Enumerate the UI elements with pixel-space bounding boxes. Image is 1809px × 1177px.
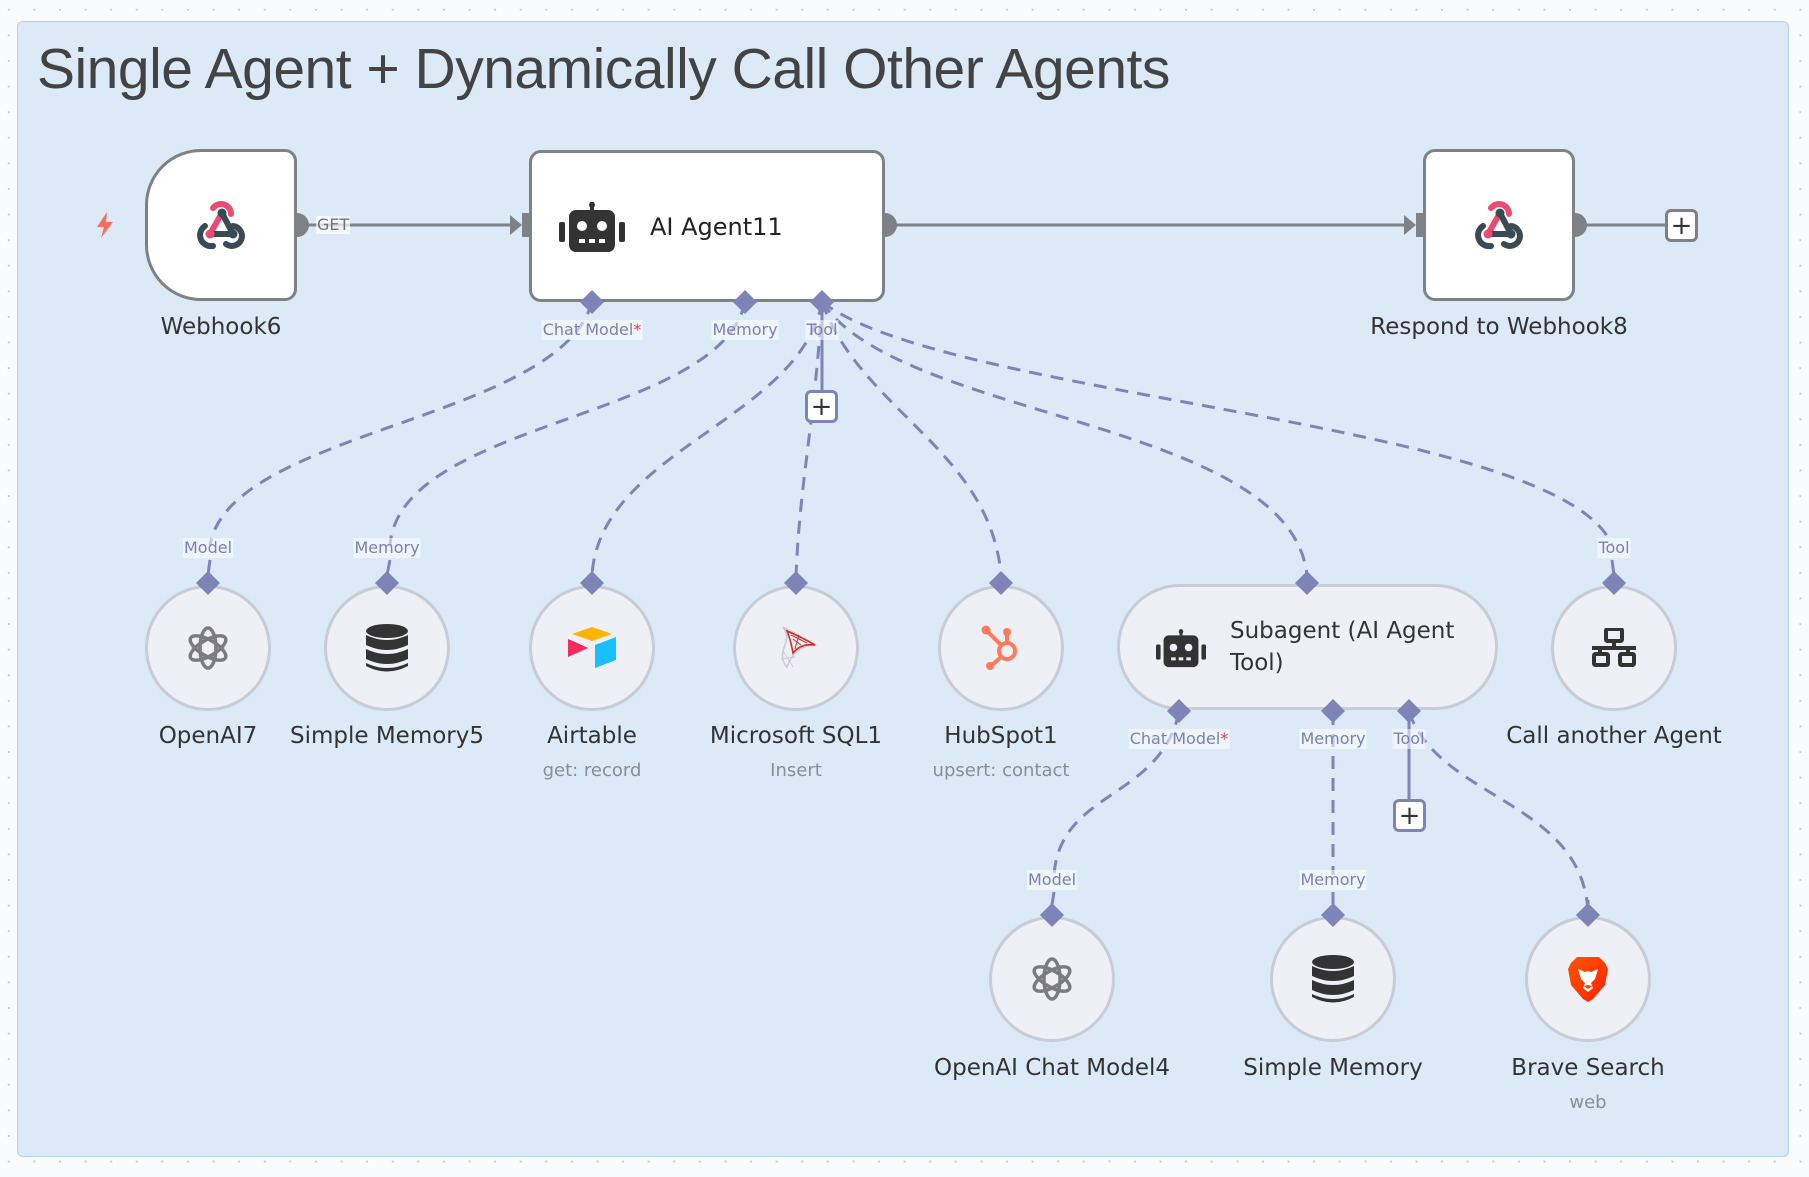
- node-openai-chat-model4[interactable]: [989, 916, 1115, 1042]
- node-simple-memory5-label: Simple Memory5: [289, 723, 485, 749]
- node-ai-agent11-label: AI Agent11: [650, 213, 783, 241]
- database-icon: [366, 624, 408, 672]
- lightning-bolt-icon: [97, 212, 113, 238]
- node-simple-memory5[interactable]: [324, 585, 450, 711]
- node-microsoft-sql1[interactable]: [733, 585, 859, 711]
- node-call-another-agent[interactable]: [1551, 585, 1677, 711]
- webhook-icon: [197, 201, 245, 250]
- webhook-output-label: GET: [316, 215, 351, 234]
- respond-input-arrow: [1404, 215, 1416, 235]
- node-webhook6-label: Webhook6: [160, 314, 282, 340]
- database-icon: [1312, 955, 1354, 1003]
- edge-subagent-tool: [820, 301, 1309, 576]
- subagent-memory-label: Memory: [1299, 729, 1367, 749]
- node-openai7[interactable]: [145, 585, 271, 711]
- agent-input-handle: [522, 213, 531, 237]
- node-airtable[interactable]: [529, 585, 655, 711]
- node-microsoft-sql1-label: Microsoft SQL1: [709, 723, 883, 749]
- edge-memory5-memory: [388, 301, 747, 546]
- edge-openai7-chatmodel: [208, 301, 594, 546]
- node-subagent[interactable]: Subagent (AI Agent Tool): [1117, 584, 1498, 710]
- brave-lion-icon: [1568, 957, 1608, 1002]
- agent-input-arrow: [510, 215, 522, 235]
- simple-memory5-port-label: Memory: [353, 538, 421, 558]
- agent-chat-model-label: Chat Model*: [541, 320, 643, 340]
- airtable-icon: [568, 627, 616, 668]
- node-webhook6[interactable]: [145, 149, 297, 301]
- call-another-agent-port-label: Tool: [1597, 538, 1631, 558]
- subagent-chat-model-label: Chat Model*: [1128, 729, 1230, 749]
- agent-add-tool-button[interactable]: +: [805, 390, 838, 423]
- network-icon: [1592, 628, 1636, 667]
- node-openai7-label: OpenAI7: [158, 723, 258, 749]
- node-microsoft-sql1-subtitle: Insert: [770, 760, 822, 781]
- mssql-icon: [780, 626, 818, 669]
- node-brave-search-label: Brave Search: [1511, 1055, 1665, 1081]
- node-airtable-label: Airtable: [547, 723, 637, 749]
- agent-memory-label: Memory: [711, 320, 779, 340]
- robot-icon: [559, 202, 625, 252]
- openai-icon: [188, 626, 228, 670]
- node-airtable-subtitle: get: record: [542, 760, 642, 781]
- respond-input-handle: [1416, 213, 1425, 237]
- node-hubspot1-subtitle: upsert: contact: [932, 760, 1070, 781]
- respond-add-node-button[interactable]: +: [1665, 209, 1698, 242]
- node-brave-search[interactable]: [1525, 916, 1651, 1042]
- node-subagent-label: Subagent (AI Agent Tool): [1230, 615, 1480, 679]
- edge-callagent-tool: [821, 300, 1614, 546]
- node-respond-label: Respond to Webhook8: [1370, 314, 1628, 340]
- agent-tool-label: Tool: [805, 320, 839, 340]
- edge-mssql-tool: [794, 301, 824, 576]
- node-hubspot1[interactable]: [938, 585, 1064, 711]
- edge-brave-tool: [1407, 711, 1590, 911]
- webhook-icon: [1475, 201, 1523, 250]
- node-simple-memory-label: Simple Memory: [1243, 1055, 1423, 1081]
- node-simple-memory[interactable]: [1270, 916, 1396, 1042]
- edge-airtable-tool: [590, 301, 824, 576]
- robot-icon: [1156, 629, 1206, 668]
- node-brave-search-subtitle: web: [1569, 1092, 1607, 1113]
- subagent-label-line2: Tool): [1230, 650, 1284, 676]
- openai7-port-label: Model: [182, 538, 234, 558]
- node-ai-agent11[interactable]: AI Agent11: [529, 150, 885, 302]
- subagent-tool-label: Tool: [1392, 729, 1426, 749]
- edge-hubspot-tool: [820, 301, 1003, 576]
- node-call-another-agent-label: Call another Agent: [1506, 723, 1722, 749]
- hubspot-icon: [981, 625, 1017, 670]
- openai-icon: [1032, 957, 1072, 1001]
- simple-memory-port-label: Memory: [1299, 870, 1367, 890]
- openai-chat-model4-port-label: Model: [1026, 870, 1078, 890]
- subagent-label-line1: Subagent (AI Agent: [1230, 618, 1455, 644]
- node-respond-to-webhook8[interactable]: [1423, 149, 1575, 301]
- node-openai-chat-model4-label: OpenAI Chat Model4: [933, 1055, 1171, 1081]
- sticky-title: Single Agent + Dynamically Call Other Ag…: [37, 37, 1170, 101]
- subagent-add-tool-button[interactable]: +: [1393, 799, 1426, 832]
- node-hubspot1-label: HubSpot1: [944, 723, 1058, 749]
